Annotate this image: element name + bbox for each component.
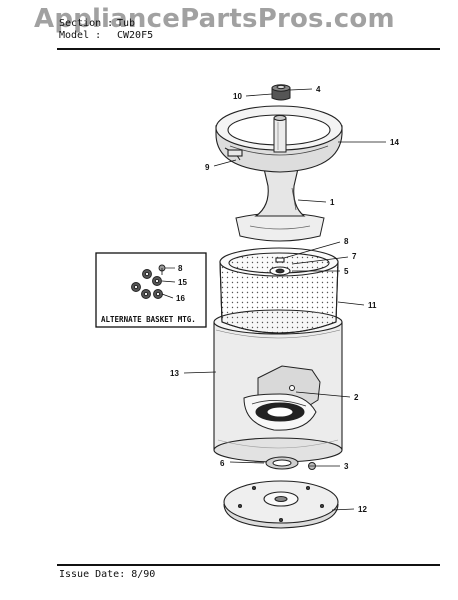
callout-4: 4	[316, 85, 321, 94]
header-divider	[57, 48, 440, 50]
callout-2: 2	[354, 393, 359, 402]
model-label: Model :	[59, 30, 102, 41]
footer-divider	[57, 564, 440, 566]
watermark-logo: AppliancePartsPros.com	[34, 4, 395, 34]
inner-basket	[219, 247, 339, 334]
callout-1: 1	[330, 198, 335, 207]
leader-lines	[183, 88, 386, 511]
inset-parts	[131, 264, 166, 299]
agitator-shaft	[273, 115, 287, 153]
callout-8: 8	[344, 237, 349, 246]
callout-labels: 10 4 14 9 1 8 7 5 11 13 2 6 3 12	[170, 85, 399, 514]
agitator	[254, 159, 306, 217]
callout-7: 7	[352, 252, 357, 261]
callout-3: 3	[344, 462, 349, 471]
inset-callout-8: 8	[178, 264, 183, 273]
callout-10: 10	[233, 92, 242, 101]
callout-11: 11	[368, 301, 377, 310]
callout-9: 9	[205, 163, 210, 172]
bolt	[308, 462, 316, 470]
section-label: Section :	[59, 18, 114, 29]
issue-date-value: 8/90	[131, 569, 156, 580]
model-line: Model : CW20F5	[59, 30, 153, 41]
tub-bottom-cover	[223, 480, 339, 529]
issue-date-line: Issue Date: 8/90	[59, 569, 155, 580]
hub-cap-nut	[271, 84, 291, 101]
section-line: Section :Tub	[59, 18, 135, 29]
callout-6: 6	[220, 459, 225, 468]
inset-callout-16: 16	[176, 294, 185, 303]
model-value: CW20F5	[117, 30, 154, 41]
basket-collar	[235, 212, 325, 242]
inset-frame	[95, 252, 207, 328]
callout-12: 12	[358, 505, 367, 514]
section-value: Tub	[117, 18, 136, 29]
tub-outlet-hub	[243, 365, 321, 431]
inset-callout-15: 15	[178, 278, 187, 287]
inset-title: ALTERNATE BASKET MTG.	[101, 315, 196, 324]
callout-13: 13	[170, 369, 179, 378]
snubber-ring	[265, 456, 299, 470]
callout-14: 14	[390, 138, 399, 147]
callout-5: 5	[344, 267, 349, 276]
issue-date-label: Issue Date:	[59, 569, 126, 580]
inset-leaders	[161, 267, 176, 299]
alternate-basket-inset: 8 15 16 ALTERNATE BASKET MTG.	[95, 252, 207, 328]
